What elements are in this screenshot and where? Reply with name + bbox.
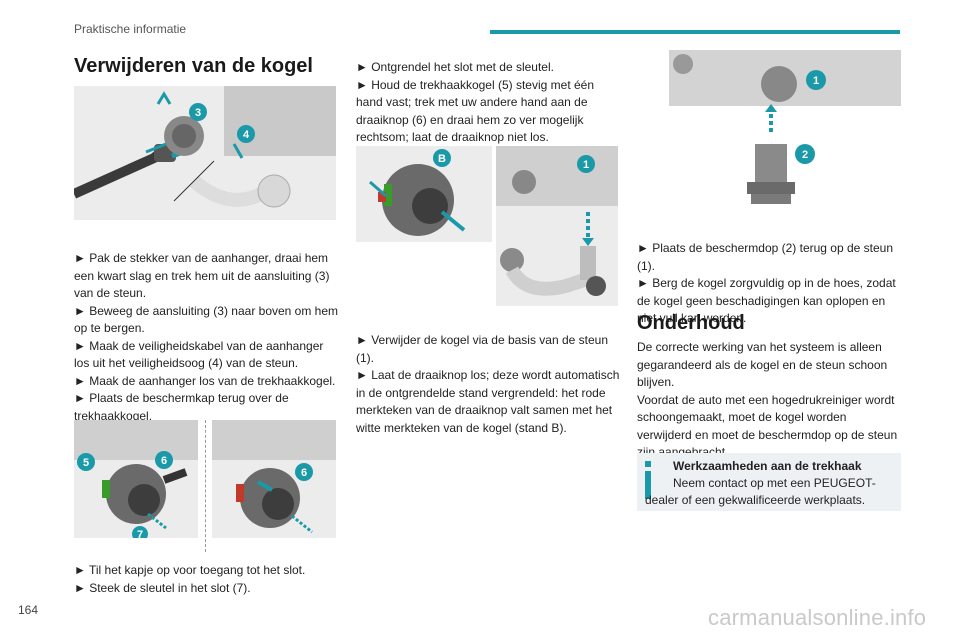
info-text: Neem contact op met een PEUGEOT-dealer o… [645, 476, 876, 507]
maintenance-p2: Voordat de auto met een hogedrukreiniger… [637, 392, 898, 460]
step-lift-cover: ► Til het kapje op voor toegang tot het … [74, 563, 306, 577]
info-box: Werkzaamheden aan de trekhaak Neem conta… [637, 453, 901, 511]
callout-6b-label: 6 [301, 467, 307, 479]
step-detach-trailer: ► Maak de aanhanger los van de trekhaakk… [74, 373, 336, 388]
page-number: 164 [18, 603, 39, 617]
step-hold-turn: ► Houd de trekhaakkogel (5) stevig met é… [356, 77, 595, 145]
callout-6-label: 6 [161, 455, 167, 467]
callout-4 [237, 125, 255, 143]
figure-unplug-trailer: 3 4 [74, 86, 336, 220]
step-store-ball: ► Berg de kogel zorgvuldig op in de hoes… [637, 276, 896, 325]
middle-body-text: ► Ontgrendel het slot met de sleutel. ► … [356, 59, 622, 147]
callout-2-label: 2 [802, 149, 808, 161]
callout-1b-label: 1 [813, 75, 819, 87]
figure-protective-cap: 1 2 [669, 50, 901, 224]
figure-remove-ball: 1 [496, 146, 618, 306]
step-insert-key: ► Steek de sleutel in het slot (7). [74, 580, 251, 595]
callout-3 [189, 103, 207, 121]
info-title: Werkzaamheden aan de trekhaak [673, 459, 862, 473]
callout-1-label: 1 [583, 159, 589, 171]
step-remove-ball: ► Verwijder de kogel via de basis van de… [356, 333, 609, 365]
step-detach-cable: ► Maak de veiligheidskabel van de aanhan… [74, 338, 324, 371]
callout-B-label: B [438, 153, 446, 165]
figure-divider [205, 420, 206, 552]
step-store-socket: ► Beweeg de aansluiting (3) naar boven o… [74, 303, 339, 336]
figure-turn-knob: B [356, 146, 492, 242]
left-body-text-2: ► Til het kapje op voor toegang tot het … [74, 562, 340, 597]
header-accent-bar [490, 30, 900, 34]
step-replace-cap: ► Plaats de beschermkap terug over de tr… [74, 391, 289, 423]
maintenance-p1: De correcte werking van het systeem is a… [637, 340, 888, 389]
figure-lock-key-a: 5 6 7 [74, 420, 198, 538]
callout-5-label: 5 [83, 457, 89, 469]
step-unplug: ► Pak de stekker van de aanhanger, draai… [74, 251, 330, 300]
info-icon [645, 461, 651, 499]
callout-7-label: 7 [137, 529, 143, 538]
section-title-maintenance: Onderhoud [637, 312, 745, 334]
section-title-remove-ball: Verwijderen van de kogel [74, 55, 313, 77]
figure-lock-key-b: 6 [212, 420, 336, 538]
middle-body-text-2: ► Verwijder de kogel via de basis van de… [356, 332, 622, 437]
step-release-knob: ► Laat de draaiknop los; deze wordt auto… [356, 368, 620, 435]
left-body-text: ► Pak de stekker van de aanhanger, draai… [74, 250, 340, 425]
step-unlock: ► Ontgrendel het slot met de sleutel. [356, 60, 554, 74]
maintenance-text: De correcte werking van het systeem is a… [637, 339, 899, 462]
running-header: Praktische informatie [74, 22, 187, 36]
step-replace-dustcap: ► Plaats de beschermdop (2) terug op de … [637, 241, 894, 273]
watermark: carmanualsonline.info [708, 605, 927, 630]
callout-3-label: 3 [195, 107, 201, 119]
right-body-text: ► Plaats de beschermdop (2) terug op de … [637, 240, 903, 328]
callout-4-label: 4 [243, 129, 250, 141]
